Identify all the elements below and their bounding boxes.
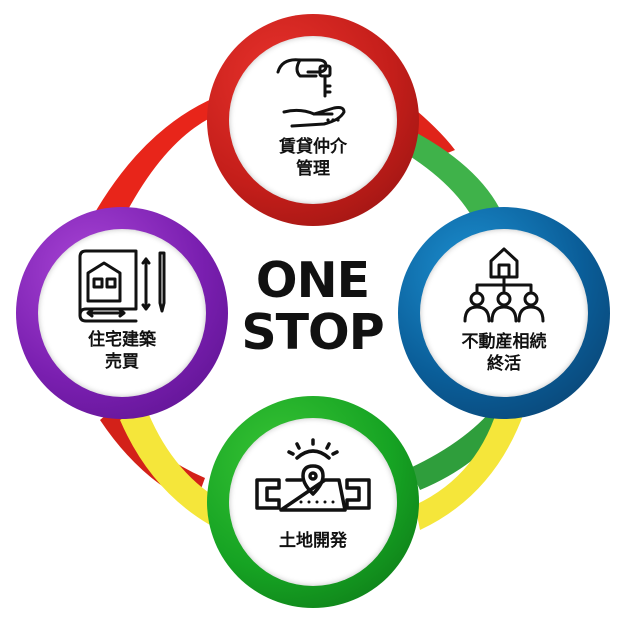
node-house-building: 住宅建築 売買 — [16, 207, 228, 419]
label-land-development: 土地開発 — [279, 531, 347, 551]
arc-yellow-right — [415, 400, 525, 530]
node-rental-management-inner: 賃貸仲介 管理 — [229, 36, 397, 204]
node-inheritance-inner: 不動産相続 終活 — [420, 229, 588, 397]
label-inheritance-line2: 終活 — [487, 354, 521, 374]
house-family-icon — [463, 247, 545, 323]
center-title-line1: ONE — [255, 252, 370, 309]
label-house-line1: 住宅建築 — [88, 330, 156, 350]
arc-green — [400, 132, 505, 228]
center-title: ONE STOP — [205, 255, 420, 359]
arc-green-lower — [410, 400, 510, 490]
node-house-building-inner: 住宅建築 売買 — [38, 229, 206, 397]
label-rental-line1: 賃貸仲介 — [279, 137, 347, 157]
node-rental-management: 賃貸仲介 管理 — [207, 14, 419, 226]
hand-key-icon — [276, 58, 346, 128]
land-pin-icon — [255, 438, 371, 512]
node-inheritance: 不動産相続 終活 — [398, 207, 610, 419]
node-land-development-inner: 土地開発 — [229, 418, 397, 586]
arc-yellow-left — [120, 405, 220, 525]
blueprint-icon — [78, 249, 166, 323]
node-land-development: 土地開発 — [207, 396, 419, 608]
label-house-line2: 売買 — [105, 352, 139, 372]
center-title-line2: STOP — [241, 304, 384, 361]
label-rental-line2: 管理 — [296, 159, 330, 179]
label-inheritance-line1: 不動産相続 — [461, 332, 547, 352]
